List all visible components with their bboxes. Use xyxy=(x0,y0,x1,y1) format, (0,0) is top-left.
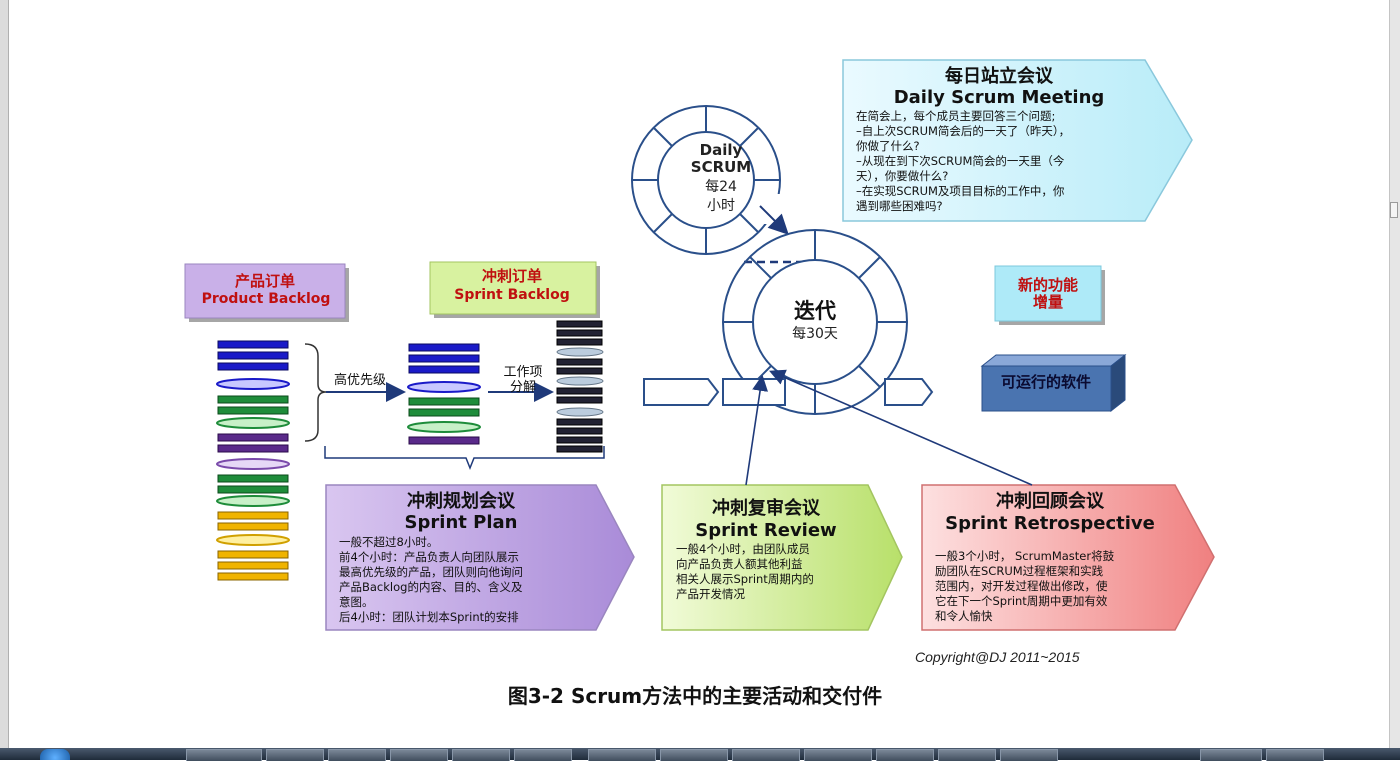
sprint-retro-title-en: Sprint Retrospective xyxy=(945,513,1155,534)
sprint-cycle-line1: 迭代 xyxy=(794,299,836,323)
sprint-retro-title-cn: 冲刺回顾会议 xyxy=(996,490,1105,512)
daily-cycle-line2: SCRUM xyxy=(691,158,751,176)
daily-meeting-line: –自上次SCRUM简会后的一天了（昨天）， xyxy=(856,124,1070,138)
work-item-label-1: 工作项 xyxy=(503,365,542,380)
taskbar-button[interactable] xyxy=(266,749,324,761)
flow-arrow-right xyxy=(884,378,934,406)
sprint-review-title-en: Sprint Review xyxy=(695,520,836,541)
taskbar-button[interactable] xyxy=(588,749,656,761)
sprint-backlog-title-en: Sprint Backlog xyxy=(454,287,570,303)
sprint-plan-line: 意图。 xyxy=(339,595,374,609)
daily-cycle-line3: 每24 xyxy=(705,179,737,195)
sprint-backlog-stack xyxy=(407,343,481,445)
work-item-label-2: 分解 xyxy=(510,380,536,395)
sprint-plan-title-cn: 冲刺规划会议 xyxy=(407,490,516,512)
task-stack xyxy=(556,320,604,453)
sprint-review-callout: 冲刺复审会议 Sprint Review 一般4个小时，由团队成员 向产品负责人… xyxy=(661,484,903,631)
sprint-retro-line: 它在下一个Sprint周期中更加有效 xyxy=(935,594,1108,608)
high-priority-label: 高优先级 xyxy=(334,372,386,388)
taskbar-button[interactable] xyxy=(514,749,572,761)
taskbar-button[interactable] xyxy=(938,749,996,761)
taskbar-button[interactable] xyxy=(328,749,386,761)
sprint-backlog-label: 冲刺订单 Sprint Backlog xyxy=(429,261,600,318)
product-backlog-label: 产品订单 Product Backlog xyxy=(184,263,349,322)
taskbar-button[interactable] xyxy=(804,749,872,761)
taskbar-button[interactable] xyxy=(732,749,800,761)
retro-connector-arrow xyxy=(769,369,1033,486)
daily-meeting-title-en: Daily Scrum Meeting xyxy=(894,87,1105,108)
taskbar-button[interactable] xyxy=(1266,749,1324,761)
taskbar-button[interactable] xyxy=(452,749,510,761)
daily-meeting-line: 天），你要做什么? xyxy=(856,169,948,183)
scrum-diagram: 产品订单 Product Backlog 冲刺订单 Sprint Backlog… xyxy=(184,59,1215,631)
daily-meeting-line: 在简会上，每个成员主要回答三个问题; xyxy=(856,109,1055,123)
sprint-plan-line: 一般不超过8小时。 xyxy=(339,535,438,549)
window-left-edge xyxy=(0,0,9,748)
software-label: 可运行的软件 xyxy=(1001,373,1091,391)
product-backlog-title-cn: 产品订单 xyxy=(235,272,295,290)
sprint-plan-line: 产品Backlog的内容、目的、含义及 xyxy=(339,580,523,594)
increment-line1: 新的功能 xyxy=(1018,276,1078,294)
sprint-review-line: 相关人展示Sprint周期内的 xyxy=(676,572,814,586)
sprint-retro-callout: 冲刺回顾会议 Sprint Retrospective 一般3个小时， Scru… xyxy=(921,484,1215,631)
product-backlog-title-en: Product Backlog xyxy=(202,291,331,307)
sprint-retro-line: 和令人愉快 xyxy=(935,609,993,623)
sprint-cycle: 迭代 每30天 xyxy=(722,229,908,415)
increment-line2: 增量 xyxy=(1033,293,1063,311)
taskbar-button[interactable] xyxy=(876,749,934,761)
daily-cycle-line1: Daily xyxy=(700,141,743,159)
sprint-plan-line: 后4小时：团队计划本Sprint的安排 xyxy=(339,610,519,624)
taskbar-button[interactable] xyxy=(186,749,262,761)
sprint-review-line: 产品开发情况 xyxy=(676,587,745,601)
sprint-plan-title-en: Sprint Plan xyxy=(405,512,518,533)
sprint-retro-line: 一般3个小时， ScrumMaster将鼓 xyxy=(935,549,1115,563)
product-backlog-stack xyxy=(216,340,290,581)
flow-arrow-left xyxy=(643,378,720,406)
sprint-backlog-title-cn: 冲刺订单 xyxy=(482,267,542,285)
sprint-retro-line: 范围内，对开发过程做出修改，使 xyxy=(935,579,1108,593)
daily-meeting-callout: 每日站立会议 Daily Scrum Meeting 在简会上，每个成员主要回答… xyxy=(842,59,1193,222)
sprint-cycle-line2: 每30天 xyxy=(792,326,838,342)
brace-icon xyxy=(304,343,327,442)
taskbar-button[interactable] xyxy=(660,749,728,761)
scrollbar-thumb[interactable] xyxy=(1390,202,1398,218)
daily-meeting-line: –从现在到下次SCRUM简会的一天里（今 xyxy=(856,154,1065,168)
sprint-plan-line: 最高优先级的产品，团队则向他询问 xyxy=(339,565,523,579)
working-software-box: 可运行的软件 xyxy=(980,353,1127,413)
increment-box: 新的功能 增量 xyxy=(994,265,1105,325)
brace-icon xyxy=(324,446,605,471)
taskbar-button[interactable] xyxy=(1200,749,1262,761)
sprint-review-title-cn: 冲刺复审会议 xyxy=(712,497,821,519)
flow-box-center xyxy=(722,378,786,406)
taskbar-button[interactable] xyxy=(390,749,448,761)
review-connector-arrow xyxy=(745,374,769,486)
sprint-plan-line: 前4个小时：产品负责人向团队展示 xyxy=(339,550,519,564)
daily-meeting-line: 你做了什么? xyxy=(856,139,920,153)
figure-caption: 图3-2 Scrum方法中的主要活动和交付件 xyxy=(507,684,883,708)
sprint-review-line: 一般4个小时，由团队成员 xyxy=(676,542,810,556)
daily-meeting-title-cn: 每日站立会议 xyxy=(945,65,1054,87)
taskbar-button[interactable] xyxy=(1000,749,1058,761)
sprint-review-line: 向产品负责人额其他利益 xyxy=(676,557,803,571)
start-button[interactable] xyxy=(40,749,70,760)
sprint-retro-line: 励团队在SCRUM过程框架和实践 xyxy=(935,564,1104,578)
sprint-plan-callout: 冲刺规划会议 Sprint Plan 一般不超过8小时。 前4个小时：产品负责人… xyxy=(325,484,635,631)
daily-meeting-line: 遇到哪些困难吗? xyxy=(856,199,943,213)
taskbar xyxy=(0,748,1400,761)
copyright-text: Copyright@DJ 2011~2015 xyxy=(915,649,1080,665)
window-scrollbar[interactable] xyxy=(1389,0,1400,748)
daily-meeting-line: –在实现SCRUM及项目目标的工作中，你 xyxy=(856,184,1065,198)
daily-cycle-line4: 小时 xyxy=(707,198,735,214)
daily-scrum-cycle: Daily SCRUM 每24 小时 xyxy=(631,105,789,255)
